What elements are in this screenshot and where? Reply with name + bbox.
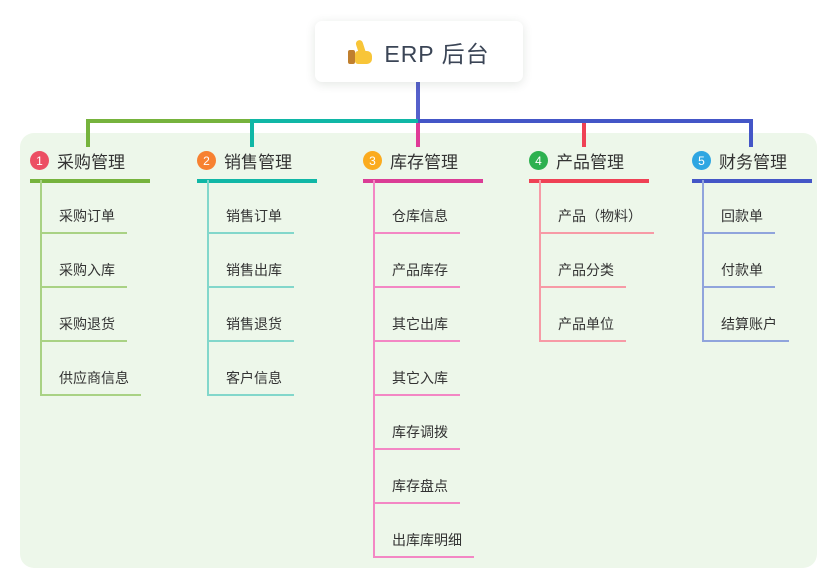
item-label: 销售退货: [209, 314, 294, 342]
item-label: 库存盘点: [375, 476, 460, 504]
mindmap-item[interactable]: 结算账户: [704, 288, 789, 342]
branch-title: 财务管理: [719, 153, 787, 172]
branch-header-inventory[interactable]: 3 库存管理: [363, 148, 483, 183]
mindmap-item[interactable]: 客户信息: [209, 342, 294, 396]
branch-items-sales: 销售订单销售出库销售退货客户信息: [207, 180, 294, 396]
drop-line-purchase: [86, 119, 90, 147]
branch-number-badge: 1: [30, 151, 49, 170]
thumbs-up-icon: [348, 38, 374, 64]
drop-line-finance: [749, 119, 753, 147]
root-label: ERP 后台: [384, 40, 490, 67]
bus-segment-teal: [250, 119, 420, 123]
item-label: 供应商信息: [42, 368, 141, 396]
mindmap-item[interactable]: 其它出库: [375, 288, 474, 342]
item-label: 客户信息: [209, 368, 294, 396]
item-label: 采购退货: [42, 314, 127, 342]
mindmap-item[interactable]: 采购入库: [42, 234, 141, 288]
item-label: 回款单: [704, 206, 775, 234]
branch-title: 销售管理: [224, 153, 292, 172]
drop-line-sales: [250, 119, 254, 147]
drop-line-inventory: [416, 123, 420, 147]
mindmap-item[interactable]: 付款单: [704, 234, 789, 288]
branch-title: 库存管理: [390, 153, 458, 172]
bus-segment-blue: [418, 119, 753, 123]
item-label: 产品库存: [375, 260, 460, 288]
root-drop-line: [416, 82, 420, 123]
branch-title: 采购管理: [57, 153, 125, 172]
branch-items-purchase: 采购订单采购入库采购退货供应商信息: [40, 180, 141, 396]
item-label: 产品单位: [541, 314, 626, 342]
mindmap-item[interactable]: 销售订单: [209, 180, 294, 234]
item-label: 采购订单: [42, 206, 127, 234]
mindmap-item[interactable]: 产品（物料）: [541, 180, 654, 234]
mindmap-item[interactable]: 销售退货: [209, 288, 294, 342]
root-node[interactable]: ERP 后台: [315, 21, 523, 82]
item-label: 出库库明细: [375, 530, 474, 558]
item-label: 采购入库: [42, 260, 127, 288]
item-label: 产品（物料）: [541, 206, 654, 234]
branch-title: 产品管理: [556, 153, 624, 172]
mindmap-item[interactable]: 仓库信息: [375, 180, 474, 234]
item-label: 其它入库: [375, 368, 460, 396]
mindmap-item[interactable]: 供应商信息: [42, 342, 141, 396]
mindmap-item[interactable]: 产品分类: [541, 234, 654, 288]
branch-items-product: 产品（物料） 产品分类产品单位: [539, 180, 654, 342]
item-label: 销售出库: [209, 260, 294, 288]
item-label: 销售订单: [209, 206, 294, 234]
branch-header-sales[interactable]: 2 销售管理: [197, 148, 317, 183]
branches-panel: [20, 133, 817, 568]
mindmap-item[interactable]: 回款单: [704, 180, 789, 234]
mindmap-item[interactable]: 销售出库: [209, 234, 294, 288]
branch-header-finance[interactable]: 5 财务管理: [692, 148, 812, 183]
branch-header-purchase[interactable]: 1 采购管理: [30, 148, 150, 183]
mindmap-item[interactable]: 产品库存: [375, 234, 474, 288]
mindmap-item[interactable]: 库存调拨: [375, 396, 474, 450]
mindmap-item[interactable]: 出库库明细: [375, 504, 474, 558]
branch-number-badge: 3: [363, 151, 382, 170]
item-label: 付款单: [704, 260, 775, 288]
item-label: 结算账户: [704, 314, 789, 342]
branch-number-badge: 4: [529, 151, 548, 170]
mindmap-item[interactable]: 采购订单: [42, 180, 141, 234]
branch-number-badge: 2: [197, 151, 216, 170]
mindmap-item[interactable]: 库存盘点: [375, 450, 474, 504]
item-label: 库存调拨: [375, 422, 460, 450]
branch-items-finance: 回款单付款单结算账户: [702, 180, 789, 342]
branch-items-inventory: 仓库信息产品库存其它出库其它入库库存调拨库存盘点出库库明细: [373, 180, 474, 558]
branch-number-badge: 5: [692, 151, 711, 170]
item-label: 仓库信息: [375, 206, 460, 234]
mindmap-item[interactable]: 其它入库: [375, 342, 474, 396]
mindmap-item[interactable]: 采购退货: [42, 288, 141, 342]
bus-segment-green: [86, 119, 254, 123]
branch-header-product[interactable]: 4 产品管理: [529, 148, 649, 183]
item-label: 产品分类: [541, 260, 626, 288]
mindmap-item[interactable]: 产品单位: [541, 288, 654, 342]
drop-line-product: [582, 123, 586, 147]
item-label: 其它出库: [375, 314, 460, 342]
